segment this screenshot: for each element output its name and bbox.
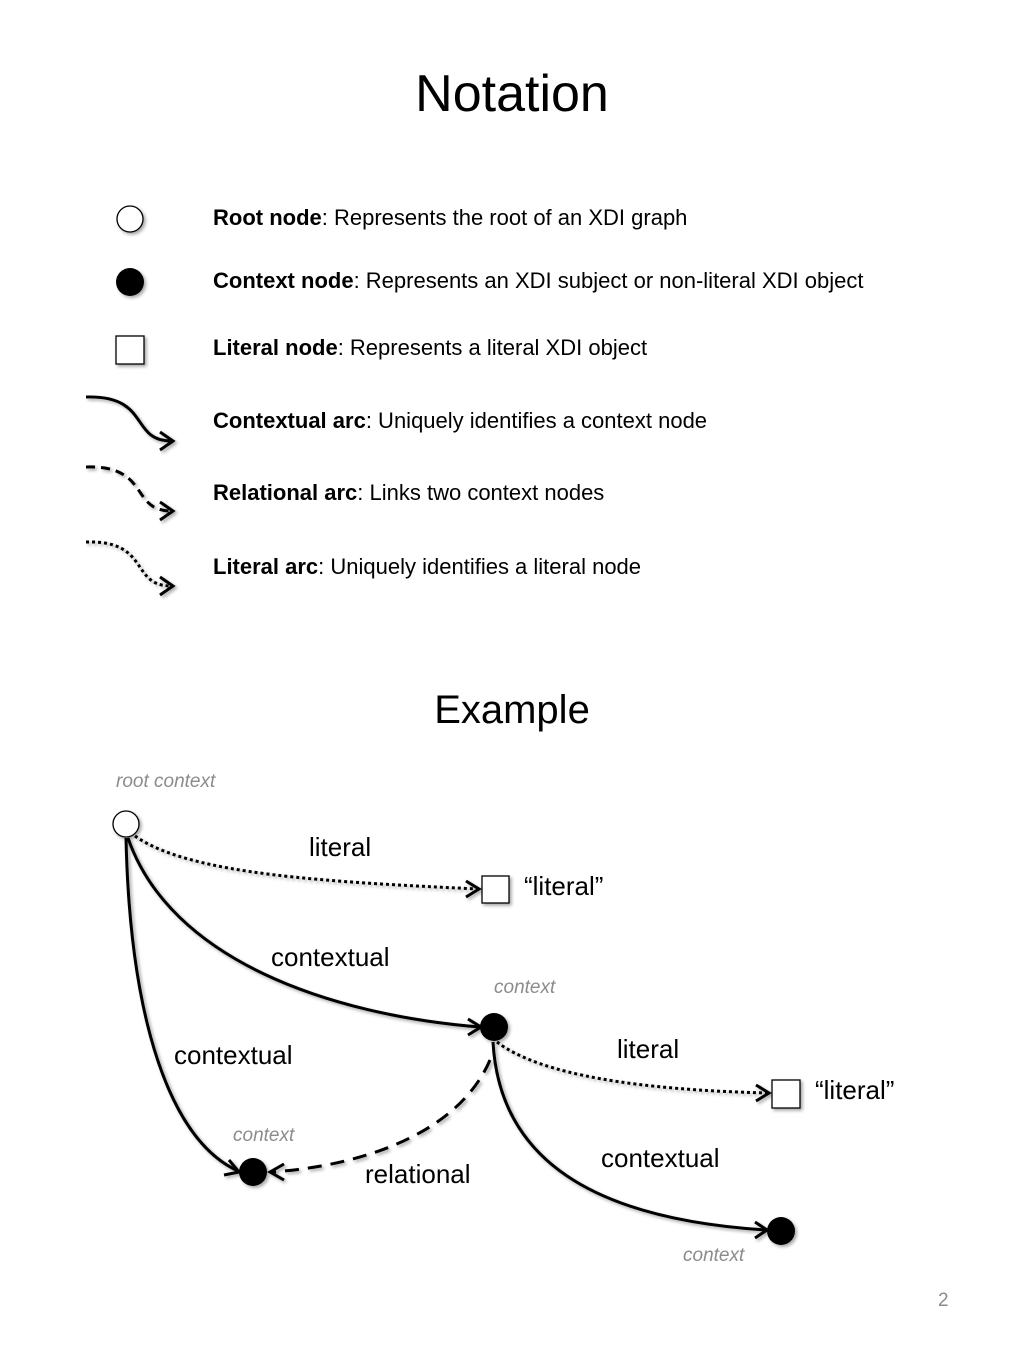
arc-label-contextual-right: contextual (601, 1143, 720, 1173)
legend-description: : Represents the root of an XDI graph (321, 205, 688, 230)
literal-arc-top (134, 834, 482, 899)
literal-arc-right (496, 1040, 772, 1103)
legend-description: : Represents a literal XDI object (337, 335, 648, 360)
arc-label-literal-right: literal (617, 1034, 679, 1064)
arc-label-literal-top: literal (309, 832, 371, 862)
open-circle-icon (116, 205, 144, 233)
solid-arrow-icon (85, 395, 176, 452)
contextual-arc-right (491, 1041, 770, 1240)
legend-context-node: Context node: Represents an XDI subject … (213, 268, 863, 294)
example-title: Example (434, 688, 590, 732)
arc-label-contextual-mid: contextual (271, 942, 390, 972)
context-node-left (239, 1158, 267, 1186)
literal-value-top: “literal” (524, 871, 603, 901)
legend-contextual-arc: Contextual arc: Uniquely identifies a co… (213, 408, 707, 434)
legend-root-node: Root node: Represents the root of an XDI… (213, 205, 687, 231)
arc-label-contextual-left: contextual (174, 1040, 293, 1070)
legend-term: Literal arc (213, 554, 319, 579)
dotted-arrow-icon (85, 540, 176, 597)
contextual-arc-mid (126, 837, 484, 1037)
legend-literal-node: Literal node: Represents a literal XDI o… (213, 335, 647, 361)
context-node-right (767, 1217, 795, 1245)
notation-title: Notation (415, 65, 609, 123)
legend-description: : Links two context nodes (357, 480, 605, 505)
root-context-caption: root context (116, 771, 216, 792)
context-node-mid (480, 1013, 508, 1041)
literal-value-right: “literal” (815, 1075, 894, 1105)
root-node (112, 810, 140, 838)
legend-term: Contextual arc (213, 408, 366, 433)
square-icon (115, 335, 145, 365)
page-number: 2 (938, 1290, 949, 1311)
contextual-arc-left (124, 837, 242, 1177)
legend-term: Context node (213, 268, 354, 293)
arc-label-relational: relational (365, 1159, 471, 1189)
context-caption-mid: context (494, 977, 556, 998)
context-caption-left: context (233, 1125, 295, 1146)
legend-term: Relational arc (213, 480, 358, 505)
legend-description: : Represents an XDI subject or non-liter… (353, 268, 864, 293)
legend-term: Root node (213, 205, 322, 230)
legend-description: : Uniquely identifies a literal node (318, 554, 642, 579)
literal-node-right (771, 1079, 801, 1109)
legend-relational-arc: Relational arc: Links two context nodes (213, 480, 604, 506)
context-caption-right: context (683, 1245, 745, 1266)
dashed-arrow-icon (85, 465, 176, 522)
legend-description: : Uniquely identifies a context node (365, 408, 708, 433)
literal-node-top (481, 875, 510, 904)
legend-term: Literal node (213, 335, 338, 360)
relational-arc (266, 1059, 492, 1182)
filled-circle-icon (116, 268, 144, 296)
legend-literal-arc: Literal arc: Uniquely identifies a liter… (213, 554, 641, 580)
